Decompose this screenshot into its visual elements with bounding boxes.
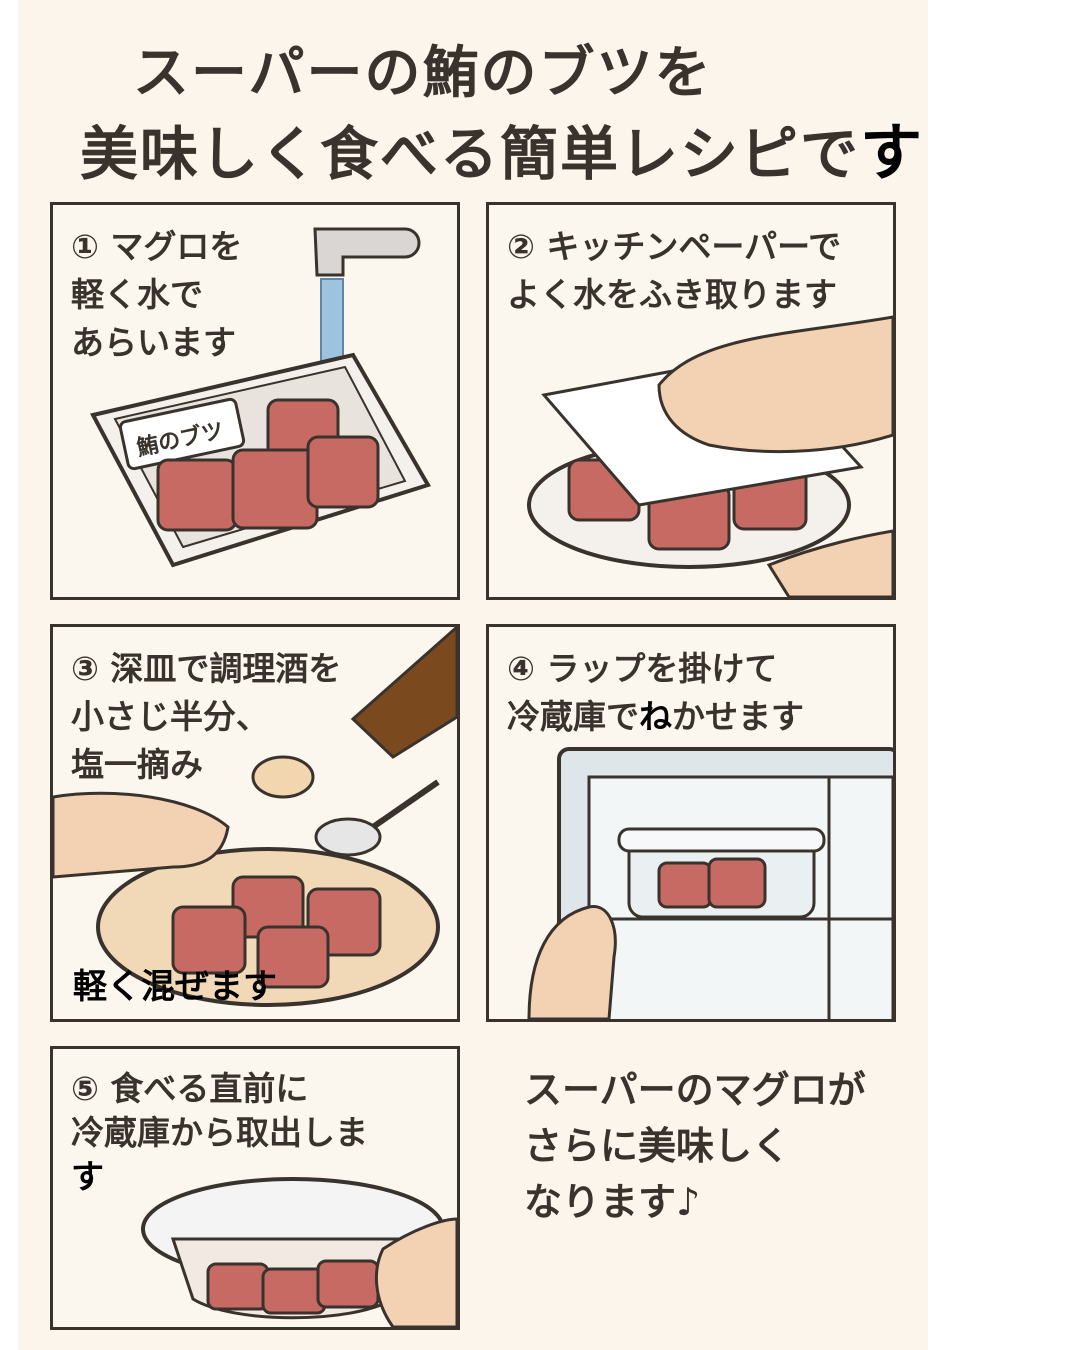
step-4-line-2: 冷蔵庫でねかせます: [507, 693, 804, 741]
step-5-line-3: す: [71, 1157, 104, 1196]
step-4-panel: ④ ラップを掛けて 冷蔵庫でねかせます: [486, 624, 896, 1022]
step-3-line-3: 塩一摘み: [71, 745, 203, 784]
page-title-line2-main: 美味しく食べる簡単レシピで: [80, 120, 861, 188]
step-1-line-1: ① マグロを: [71, 227, 243, 266]
step-3-line-2: 小さじ半分、: [71, 697, 269, 736]
step-3-panel: ③ 深皿で調理酒を 小さじ半分、 塩一摘み 軽く混ぜます: [50, 624, 460, 1022]
step-5-line-2: 冷蔵庫から取出しま: [71, 1113, 368, 1152]
step-4-text: ④ ラップを掛けて 冷蔵庫でねかせます: [507, 645, 804, 741]
step-5-text: ⑤ 食べる直前に 冷蔵庫から取出しま す: [71, 1067, 368, 1199]
spoon: [314, 817, 382, 857]
tuna-cubes: [156, 398, 380, 532]
step-1-line-3: あらいます: [71, 323, 236, 362]
step-3-text: ③ 深皿で調理酒を 小さじ半分、 塩一摘み: [71, 645, 341, 789]
sake-bottle: [350, 627, 457, 759]
step-2-panel: ② キッチンペーパーで よく水をふき取ります: [486, 202, 896, 600]
step-1-text: ① マグロを 軽く水で あらいます: [71, 223, 242, 367]
step-2-illustration: [527, 315, 893, 597]
step-5-panel: ⑤ 食べる直前に 冷蔵庫から取出しま す: [50, 1046, 460, 1330]
step-3-illustration: [53, 627, 457, 1007]
step-2-line-1: ② キッチンペーパーで: [507, 227, 842, 266]
pack-label-box: [118, 397, 246, 471]
step-1-line-2: 軽く水で: [71, 275, 203, 314]
recipe-card: スーパーの鮪のブツを 美味しく食べる簡単レシピです ① マグロを 軽く水で あら…: [18, 0, 928, 1350]
step-2-text: ② キッチンペーパーで よく水をふき取ります: [507, 223, 841, 319]
step-4-line-2-a: 冷蔵庫で: [507, 697, 639, 736]
closing-line-3: なります♪: [524, 1180, 701, 1224]
hand: [657, 315, 893, 454]
step-4-line-2-c: かせます: [672, 697, 804, 736]
closing-line-2: さらに美味しく: [524, 1124, 791, 1168]
closing-line-1: スーパーのマグロが: [524, 1068, 866, 1112]
step-3-overlay-text: 軽く混ぜます: [73, 967, 277, 1007]
page-title-line2-last: す: [860, 116, 925, 189]
step-5-illustration: [141, 1177, 457, 1327]
step-4-line-1: ④ ラップを掛けて: [507, 649, 778, 688]
step-3-line-1: ③ 深皿で調理酒を: [71, 649, 342, 688]
step-5-line-1: ⑤ 食べる直前に: [71, 1069, 309, 1108]
step-4-line-2-b: ね: [639, 697, 672, 736]
step-2-line-2: よく水をふき取ります: [507, 275, 837, 314]
faucet-icon: [313, 227, 421, 277]
step-1-illustration: 鮪のブツ: [90, 227, 431, 568]
hand: [374, 1217, 457, 1327]
page-title-line1: スーパーの鮪のブツを: [133, 41, 713, 106]
salt-dish: [251, 755, 315, 799]
closing-message: スーパーのマグロが さらに美味しく なります♪: [524, 1062, 866, 1230]
hand: [53, 791, 230, 879]
hand: [527, 905, 617, 1019]
page-title-line2: 美味しく食べる簡単レシピです: [80, 102, 1080, 192]
step-4-illustration: [527, 747, 893, 1019]
step-1-panel: ① マグロを 軽く水で あらいます 鮪のブツ: [50, 202, 460, 600]
